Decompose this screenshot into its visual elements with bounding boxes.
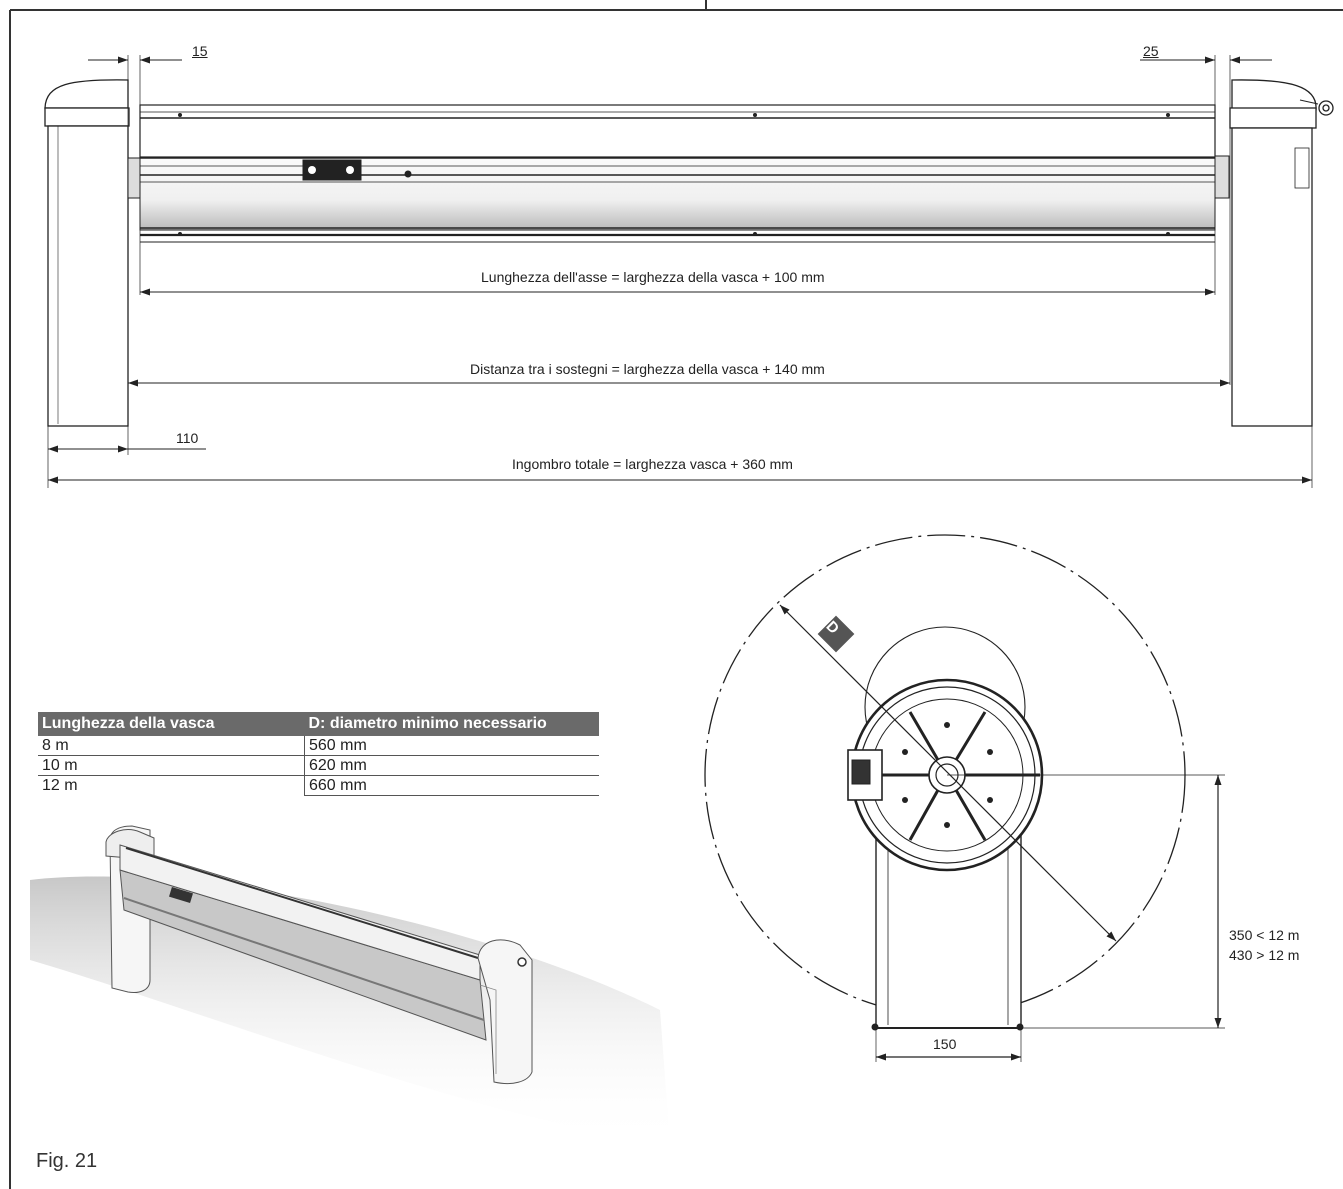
- support-width-label: 110: [176, 430, 199, 446]
- table-header-row: Lunghezza della vasca D: diametro minimo…: [38, 712, 599, 736]
- axle-length-label: Lunghezza dell'asse = larghezza della va…: [481, 269, 825, 285]
- table-cell: 10 m: [38, 755, 305, 776]
- right-gap-label: 25: [1143, 43, 1159, 59]
- table-cell: 660 mm: [304, 775, 599, 796]
- front-dimension-lines: [48, 56, 1312, 484]
- side-dimension-lines: [779, 604, 1222, 1061]
- figure-caption: Fig. 21: [36, 1150, 98, 1172]
- front-view: [44, 55, 1334, 488]
- left-support: [44, 79, 130, 427]
- table-row: 10 m 620 mm: [38, 755, 599, 776]
- table-cell: 12 m: [42, 776, 78, 794]
- base-width-label: 150: [933, 1036, 957, 1052]
- table-header-cell: Lunghezza della vasca: [38, 712, 305, 736]
- side-view: [704, 534, 1225, 1062]
- height-label-over-12m: 430 > 12 m: [1229, 947, 1300, 963]
- page-border: [9, 0, 1343, 1189]
- total-width-label: Ingombro totale = larghezza vasca + 360 …: [512, 456, 793, 472]
- left-gap-label: 15: [192, 43, 208, 59]
- table-row: 12 m 660 mm: [38, 775, 599, 796]
- height-label-under-12m: 350 < 12 m: [1229, 927, 1300, 943]
- table-cell: 560 mm: [304, 736, 599, 756]
- isometric-view: [30, 825, 670, 1145]
- table-row: 8 m 560 mm: [38, 736, 599, 756]
- table-cell: 8 m: [38, 736, 305, 756]
- motor-clip: [302, 159, 362, 181]
- diameter-table: Lunghezza della vasca D: diametro minimo…: [38, 712, 599, 796]
- table-header-cell: D: diametro minimo necessario: [304, 712, 599, 736]
- diameter-badge: [817, 615, 855, 653]
- right-support: [1229, 79, 1334, 427]
- table-cell: 620 mm: [304, 755, 599, 776]
- support-distance-label: Distanza tra i sostegni = larghezza dell…: [470, 361, 825, 377]
